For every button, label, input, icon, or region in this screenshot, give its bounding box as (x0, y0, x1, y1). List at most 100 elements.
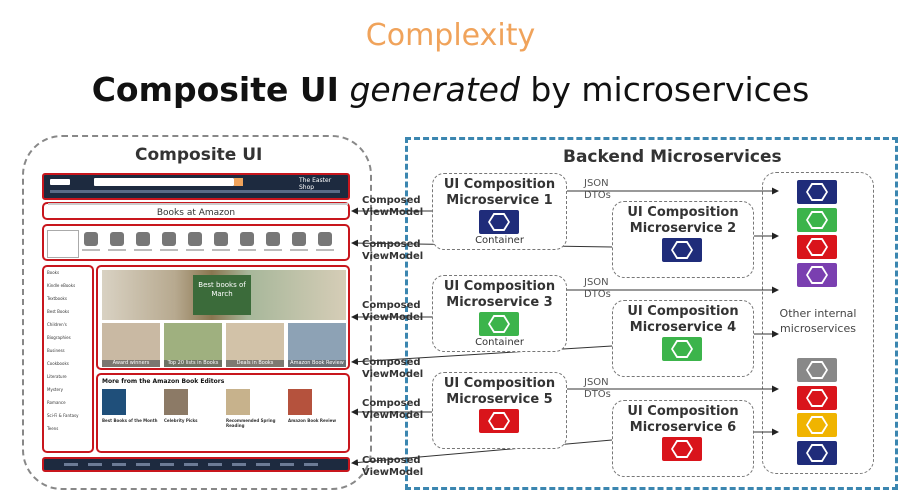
category-icons-row (42, 224, 350, 261)
editor-tile-label: Best Books of the Month (102, 418, 158, 423)
category-icon[interactable] (292, 232, 306, 246)
container-icon (479, 312, 519, 336)
editor-tile-image[interactable] (102, 389, 126, 415)
microservice-6[interactable]: UI Composition Microservice 6 (612, 400, 754, 477)
category-icon-caption (186, 249, 204, 251)
microservice-3[interactable]: UI Composition Microservice 3 Container (432, 275, 567, 352)
books-at-amazon-label: Books at Amazon (156, 208, 236, 218)
title-italic: generated (349, 70, 520, 109)
microservice-1[interactable]: UI Composition Microservice 1 Container (432, 173, 567, 250)
sidebar-category-item[interactable]: Books (47, 270, 60, 275)
best-books-march: Best books of March (193, 275, 251, 315)
category-icon[interactable] (240, 232, 254, 246)
book-tile-caption: Deals in Books (226, 360, 284, 367)
editor-tile-image[interactable] (164, 389, 188, 415)
container-icon (662, 238, 702, 262)
internal-service-icon (797, 441, 837, 465)
internal-service-icon (797, 358, 837, 382)
category-icon-caption (108, 249, 126, 251)
ms1-label-1: UI Composition (443, 177, 556, 192)
internal-service-icon (797, 235, 837, 259)
sidebar-category-item[interactable]: Textbooks (47, 296, 67, 301)
sidebar-category-item[interactable]: Children's (47, 322, 67, 327)
category-icon[interactable] (318, 232, 332, 246)
ms3-label-1: UI Composition (443, 279, 556, 294)
books-subnav (48, 203, 348, 205)
ms5-label-2: Microservice 5 (446, 392, 553, 407)
ms4-label-1: UI Composition (627, 304, 739, 319)
slide-title: Composite UI generated by microservices (0, 70, 901, 109)
category-icon[interactable] (110, 232, 124, 246)
book-tile-caption: Amazon Book Review (288, 360, 346, 367)
editors-header: More from the Amazon Book Editors (102, 378, 225, 385)
ms6-label-2: Microservice 6 (629, 420, 737, 435)
sidebar-category-item[interactable]: Sci-Fi & Fantasy (47, 413, 79, 418)
category-icon[interactable] (214, 232, 228, 246)
editor-tile-label: Amazon Book Review (288, 418, 337, 423)
internal-service-icon (797, 386, 837, 410)
book-tile[interactable]: Amazon Book Review (288, 323, 346, 367)
book-tile[interactable]: Top 20 lists in Books (164, 323, 222, 367)
book-tile[interactable]: Award winners (102, 323, 160, 367)
search-icon[interactable] (234, 178, 243, 186)
internal-service-icon (797, 263, 837, 287)
internal-service-icon (797, 180, 837, 204)
editor-tile-image[interactable] (226, 389, 250, 415)
title-rest: by microservices (530, 70, 810, 109)
sidebar-category-item[interactable]: Best Books (47, 309, 70, 314)
books-title-bar: Books at Amazon (42, 202, 350, 220)
sidebar-category-item[interactable]: Business (47, 348, 65, 353)
promo-block: Best books of March Award winners Top 20 … (96, 265, 350, 370)
ms2-label-1: UI Composition (627, 205, 739, 220)
viewmodel-arrow-6 (351, 439, 613, 466)
sidebar-category-item[interactable]: Mystery (47, 387, 63, 392)
book-tile[interactable]: Deals in Books (226, 323, 284, 367)
book-tile-caption: Top 20 lists in Books (164, 360, 222, 367)
book-tile-caption: Award winners (102, 360, 160, 367)
category-icon-caption (238, 249, 256, 251)
category-icon[interactable] (188, 232, 202, 246)
sidebar-category-item[interactable]: Cookbooks (47, 361, 69, 366)
other-services-label: Other internal microservices (779, 307, 857, 335)
microservice-5[interactable]: UI Composition Microservice 5 (432, 372, 567, 449)
composite-ui-region (22, 135, 372, 490)
editor-tile-label: Recommended Spring Reading (226, 418, 276, 428)
ms2-label-2: Microservice 2 (629, 221, 737, 236)
shop-search-input[interactable] (94, 178, 234, 186)
slide-heading: Complexity (365, 18, 536, 53)
sidebar-category-item[interactable]: Kindle eBooks (47, 283, 76, 288)
editor-tile-image[interactable] (288, 389, 312, 415)
sidebar-category-item[interactable]: Romance (47, 400, 66, 405)
editor-tile-label: Celebrity Picks (164, 418, 198, 423)
shop-by-category (47, 230, 79, 258)
category-icon-caption (134, 249, 152, 251)
sidebar-category-item[interactable]: Biographies (47, 335, 71, 340)
microservice-2[interactable]: UI Composition Microservice 2 (612, 201, 754, 278)
ms1-container-label: Container (475, 235, 524, 246)
category-icon[interactable] (162, 232, 176, 246)
ms3-container-label: Container (475, 337, 524, 348)
category-icon[interactable] (136, 232, 150, 246)
ms3-label-2: Microservice 3 (446, 295, 553, 310)
composite-ui-title: Composite UI (135, 145, 263, 165)
editors-block: More from the Amazon Book Editors Best B… (96, 373, 350, 453)
category-icon[interactable] (266, 232, 280, 246)
sidebar-category-item[interactable]: Teens (47, 426, 59, 431)
ms6-label-1: UI Composition (627, 404, 739, 419)
sidebar-category-item[interactable]: Literature (47, 374, 67, 379)
other-services-region (762, 172, 874, 474)
category-icon-caption (290, 249, 308, 251)
shop-header: The Easter Shop (42, 173, 350, 200)
category-icon[interactable] (84, 232, 98, 246)
title-bold: Composite UI (91, 70, 339, 109)
shop-footer (42, 457, 350, 472)
microservice-4[interactable]: UI Composition Microservice 4 (612, 300, 754, 377)
nav-links (50, 190, 340, 193)
category-icon-caption (82, 249, 100, 251)
